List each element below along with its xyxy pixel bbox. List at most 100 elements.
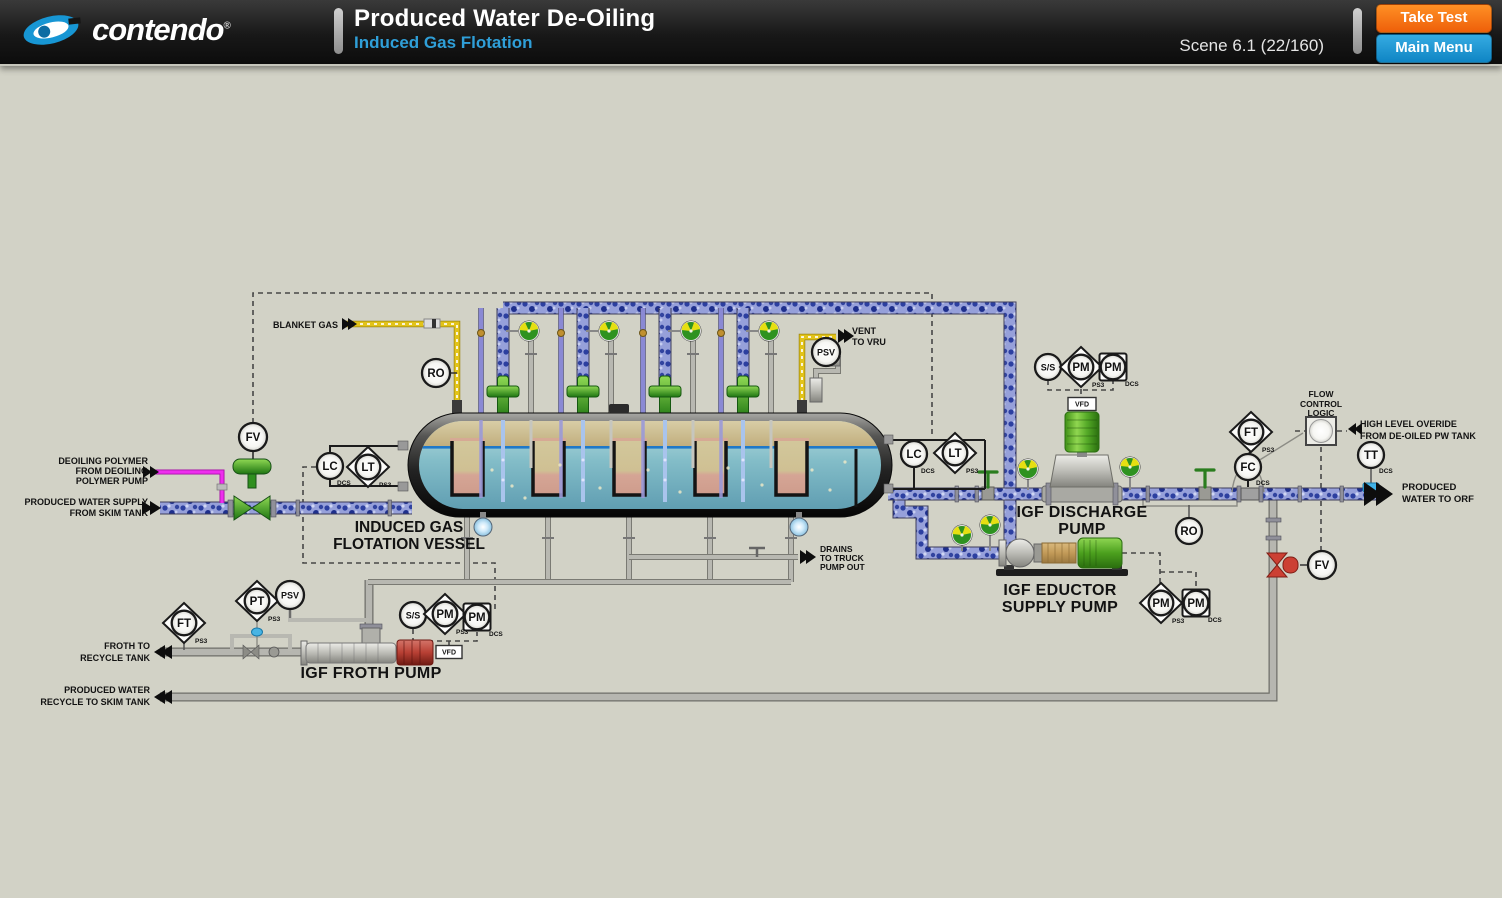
svg-text:PM: PM: [1072, 362, 1089, 374]
sight-glass: [473, 512, 809, 537]
svg-text:WATER TO ORF: WATER TO ORF: [1402, 494, 1474, 505]
svg-text:FLOTATION VESSEL: FLOTATION VESSEL: [333, 536, 485, 553]
svg-text:DCS: DCS: [1379, 468, 1393, 475]
instrument-pm-discharge-b: PM DCS: [1098, 352, 1139, 388]
svg-text:RO: RO: [427, 368, 444, 380]
contendo-swoosh-icon: [23, 15, 81, 45]
igf-eductor-supply-pump: [996, 537, 1128, 576]
instrument-lt-left: LT PS3: [346, 446, 392, 489]
main-menu-button[interactable]: Main Menu: [1376, 34, 1492, 63]
svg-text:PUMP: PUMP: [1058, 521, 1105, 538]
eductor-assembly: [558, 308, 620, 420]
instrument-ss-froth: S/S: [398, 600, 428, 630]
equipment-labels: INDUCED GAS FLOTATION VESSEL IGF FROTH P…: [300, 504, 1147, 682]
svg-text:FLOW: FLOW: [1308, 389, 1334, 399]
instrument-lc-left: LC DCS: [315, 451, 351, 487]
eductor-assembly: [718, 308, 780, 420]
instrument-fv-inlet: FV: [237, 421, 269, 453]
svg-text:FT: FT: [177, 618, 191, 630]
svg-text:DEOILING POLYMER: DEOILING POLYMER: [58, 456, 148, 466]
svg-text:DRAINS: DRAINS: [820, 544, 853, 554]
svg-text:TT: TT: [1364, 450, 1378, 462]
vfd-froth: VFD: [435, 644, 463, 660]
svg-text:LT: LT: [361, 462, 374, 474]
discharge-pump-label: IGF DISCHARGE: [1016, 504, 1147, 521]
svg-text:PSV: PSV: [281, 591, 299, 601]
brand-name: contendo®: [92, 12, 231, 47]
svg-text:SUPPLY PUMP: SUPPLY PUMP: [1002, 599, 1118, 616]
instrument-lc-right: LC DCS: [899, 439, 935, 475]
svg-text:PRODUCED: PRODUCED: [1402, 482, 1457, 493]
svg-text:PSV: PSV: [817, 348, 835, 358]
instrument-pm-froth-a: PM PS3: [423, 593, 469, 636]
scene-indicator: Scene 6.1 (22/160): [1179, 36, 1324, 55]
instrument-psv-vessel: PSV: [810, 336, 842, 368]
instrument-psv-froth: PSV: [274, 579, 306, 611]
instrument-ro-outlet: RO: [1174, 516, 1204, 546]
svg-text:DCS: DCS: [1208, 617, 1222, 624]
polymer-line: [155, 469, 228, 503]
stream-labels: BLANKET GAS VENT TO VRU DEOILING POLYMER…: [24, 320, 1476, 707]
instrument-pm-discharge-a: PM PS3: [1059, 346, 1105, 389]
svg-text:POLYMER PUMP: POLYMER PUMP: [76, 476, 148, 486]
svg-text:RO: RO: [1180, 526, 1197, 538]
instrument-lt-right: LT PS3: [933, 432, 979, 475]
svg-text:DCS: DCS: [1256, 480, 1270, 487]
svg-text:DCS: DCS: [489, 631, 503, 638]
instrument-fc-outlet: FC DCS: [1233, 452, 1270, 487]
svg-text:LT: LT: [948, 448, 961, 460]
svg-text:HIGH LEVEL OVERIDE: HIGH LEVEL OVERIDE: [1360, 419, 1457, 429]
flow-control-logic-box: [1305, 416, 1337, 446]
bubbles: [490, 460, 847, 500]
froth-pump-label: IGF FROTH PUMP: [300, 665, 441, 682]
svg-text:DCS: DCS: [1125, 381, 1139, 388]
svg-text:PS3: PS3: [966, 468, 979, 475]
manual-valve: [242, 468, 1216, 660]
svg-text:RECYCLE TANK: RECYCLE TANK: [80, 653, 150, 663]
svg-text:VENT: VENT: [852, 326, 877, 336]
instrument-pm-eductor-a: PM PS3: [1139, 582, 1185, 625]
recycle-control-valve: [1265, 552, 1307, 578]
svg-text:PRODUCED WATER: PRODUCED WATER: [64, 685, 150, 695]
instrument-tt-outlet: TT DCS: [1356, 440, 1393, 475]
svg-text:FROM DEOILING: FROM DEOILING: [76, 466, 149, 476]
svg-text:FV: FV: [1315, 560, 1330, 572]
registered-mark: ®: [223, 20, 231, 32]
brand-logo: contendo®: [18, 10, 231, 50]
inlet-control-valve: [227, 451, 277, 521]
svg-text:PS3: PS3: [379, 482, 392, 489]
header-bar: contendo® Produced Water De-Oiling Induc…: [0, 0, 1502, 66]
vfd-discharge: VFD: [1067, 396, 1097, 412]
svg-text:PM: PM: [1152, 598, 1169, 610]
svg-text:FC: FC: [1240, 462, 1255, 474]
valve-indicator-icons: [951, 456, 1141, 551]
vessel-label: INDUCED GAS: [355, 519, 464, 536]
svg-text:PM: PM: [1104, 362, 1121, 374]
svg-text:PS3: PS3: [1262, 447, 1275, 454]
svg-text:FROTH TO: FROTH TO: [104, 641, 150, 651]
instrument-ss-discharge: S/S: [1033, 352, 1063, 382]
svg-text:PRODUCED WATER SUPPLY: PRODUCED WATER SUPPLY: [24, 497, 148, 507]
svg-text:DCS: DCS: [337, 480, 351, 487]
instrument-ft-outlet: FT PS3: [1229, 411, 1275, 454]
header-divider-right: [1353, 8, 1362, 54]
take-test-button[interactable]: Take Test: [1376, 4, 1492, 33]
svg-text:S/S: S/S: [406, 611, 421, 621]
instrument-pt-froth: PT PS3: [235, 580, 281, 623]
svg-text:TO TRUCK: TO TRUCK: [820, 553, 865, 563]
svg-text:TO VRU: TO VRU: [852, 337, 886, 347]
svg-text:VFD: VFD: [442, 650, 456, 657]
eductor-assembly: [640, 308, 702, 420]
flow-arrows: [142, 318, 1393, 704]
svg-text:PUMP OUT: PUMP OUT: [820, 562, 866, 572]
svg-text:RECYCLE TO SKIM TANK: RECYCLE TO SKIM TANK: [40, 697, 150, 707]
svg-text:DCS: DCS: [921, 468, 935, 475]
blanket-gas-line: [346, 318, 461, 408]
svg-text:PS3: PS3: [456, 629, 469, 636]
svg-text:FV: FV: [246, 432, 261, 444]
svg-text:FROM SKIM TANK: FROM SKIM TANK: [70, 508, 149, 518]
svg-text:PS3: PS3: [1092, 382, 1105, 389]
svg-text:CONTROL: CONTROL: [1300, 399, 1342, 409]
